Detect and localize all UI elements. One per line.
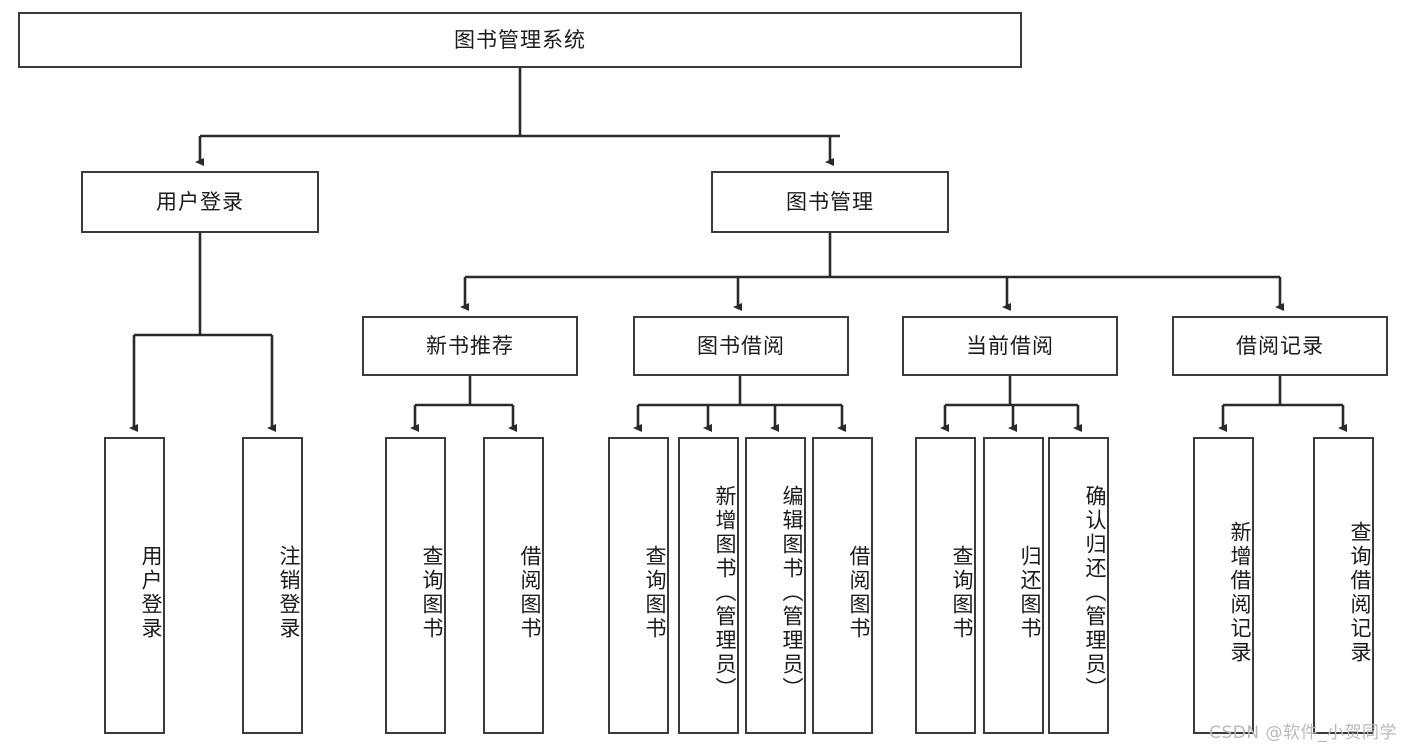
node-leaf-query-book-1[interactable]: 查询图书 bbox=[385, 437, 446, 734]
node-label: 借阅图书 bbox=[847, 544, 871, 641]
node-leaf-logout[interactable]: 注销登录 bbox=[242, 437, 303, 734]
node-label: 当前借阅 bbox=[966, 333, 1054, 358]
node-leaf-add-borrow-record[interactable]: 新增借阅记录 bbox=[1193, 437, 1254, 734]
node-leaf-borrow-book-2[interactable]: 借阅图书 bbox=[812, 437, 873, 734]
node-label: 用户登录 bbox=[139, 544, 163, 641]
node-label: 查询借阅记录 bbox=[1348, 520, 1372, 665]
node-label: 新书推荐 bbox=[426, 333, 514, 358]
node-root-system[interactable]: 图书管理系统 bbox=[18, 12, 1022, 68]
node-label: 查询图书 bbox=[420, 544, 444, 641]
node-leaf-user-login[interactable]: 用户登录 bbox=[104, 437, 165, 734]
node-leaf-query-book-3[interactable]: 查询图书 bbox=[915, 437, 976, 734]
node-label: 借阅记录 bbox=[1236, 333, 1324, 358]
node-leaf-edit-book-admin[interactable]: 编辑图书（管理员） bbox=[745, 437, 806, 734]
node-leaf-borrow-book-1[interactable]: 借阅图书 bbox=[483, 437, 544, 734]
node-leaf-return-book[interactable]: 归还图书 bbox=[983, 437, 1044, 734]
node-new-book-recommend[interactable]: 新书推荐 bbox=[362, 316, 578, 376]
node-leaf-add-book-admin[interactable]: 新增图书（管理员） bbox=[678, 437, 739, 734]
node-label: 编辑图书（管理员） bbox=[780, 484, 804, 701]
node-label: 新增借阅记录 bbox=[1228, 520, 1252, 665]
node-current-borrow[interactable]: 当前借阅 bbox=[902, 316, 1118, 376]
node-label: 查询图书 bbox=[643, 544, 667, 641]
watermark-text: CSDN @软件_小贺同学 bbox=[1209, 723, 1397, 743]
node-book-borrow[interactable]: 图书借阅 bbox=[633, 316, 849, 376]
node-label: 确认归还（管理员） bbox=[1083, 484, 1107, 701]
node-borrow-record[interactable]: 借阅记录 bbox=[1172, 316, 1388, 376]
node-leaf-query-book-2[interactable]: 查询图书 bbox=[608, 437, 669, 734]
node-label: 新增图书（管理员） bbox=[713, 484, 737, 701]
node-leaf-query-borrow-record[interactable]: 查询借阅记录 bbox=[1313, 437, 1374, 734]
node-label: 用户登录 bbox=[156, 189, 244, 214]
node-label: 借阅图书 bbox=[518, 544, 542, 641]
node-label: 图书借阅 bbox=[697, 333, 785, 358]
node-label: 注销登录 bbox=[277, 544, 301, 641]
node-user-login[interactable]: 用户登录 bbox=[81, 171, 319, 233]
node-label: 查询图书 bbox=[950, 544, 974, 641]
node-book-manage[interactable]: 图书管理 bbox=[711, 171, 949, 233]
node-label: 图书管理 bbox=[786, 189, 874, 214]
node-leaf-confirm-return-admin[interactable]: 确认归还（管理员） bbox=[1048, 437, 1109, 734]
node-label: 图书管理系统 bbox=[454, 27, 586, 52]
node-label: 归还图书 bbox=[1018, 544, 1042, 641]
